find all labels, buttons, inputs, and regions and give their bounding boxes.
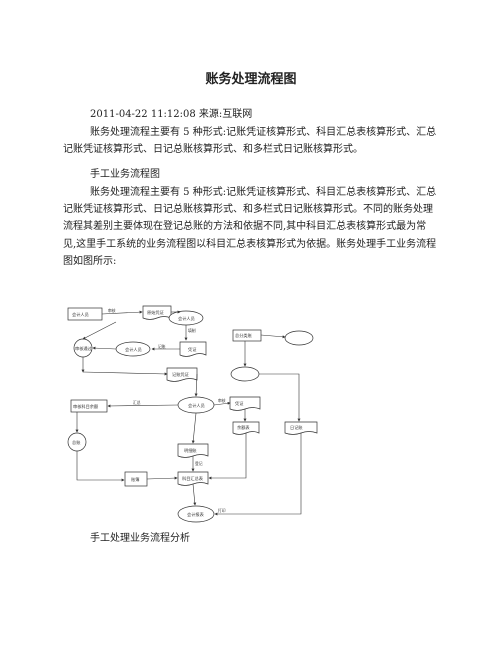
node-accountant-5 — [230, 366, 260, 382]
figure-label-1: 原始凭证 — [147, 309, 165, 316]
arrow-label-2: 汇总 — [133, 400, 141, 405]
figure-label-0: 会计人员 — [72, 311, 89, 318]
figure-label-14: 总分类账 — [235, 332, 253, 339]
figure-label-6: 记账凭证 — [172, 371, 190, 378]
flowchart-diagram: 会计人员 原始凭证 会计人员 审核通过 会计人员 凭证 记账凭证 会计人员 凭证… — [67, 305, 318, 523]
figure-label-3: 审核通过 — [75, 345, 93, 352]
figure-label-7: 会计人员 — [188, 402, 205, 409]
section-heading-analysis: 手工处理业务流程分析 — [90, 533, 190, 544]
figure-label-9: 审核科目余额 — [73, 403, 99, 410]
node-report — [177, 505, 215, 523]
node-general-ledger — [232, 329, 262, 342]
figure-label-10: 总账 — [72, 439, 81, 446]
flow-description-paragraph: 账务处理流程主要有 5 种形式:记账凭证核算形式、科目汇总表核算形式、汇总记账凭… — [63, 187, 437, 267]
node-voucher — [179, 341, 207, 357]
figure-label-12: 科目汇总表 — [182, 475, 204, 482]
arrow-label-3: 填制 — [188, 328, 196, 333]
arrow-label-5: 登记 — [195, 461, 203, 466]
node-sub-ledger — [284, 421, 318, 435]
node-record-voucher — [166, 367, 198, 382]
flowchart-figure: 会计人员 原始凭证 会计人员 审核通过 会计人员 凭证 记账凭证 会计人员 凭证… — [63, 302, 333, 527]
figure-label-16: 日记账 — [290, 424, 303, 431]
arrow-label-4: 审核 — [218, 398, 226, 403]
node-summary — [177, 471, 209, 486]
node-journal — [229, 396, 261, 411]
article-meta: 2011-04-22 11:12:08 来源:互联网 — [90, 109, 253, 120]
figure-label-17: 余额表 — [237, 424, 250, 431]
node-check — [284, 330, 314, 346]
figure-label-13: 账簿 — [131, 476, 139, 483]
arrow-label-6: 打印 — [218, 508, 226, 513]
figure-label-5: 凭证 — [188, 346, 197, 353]
figure-label-2: 会计人员 — [178, 315, 195, 322]
node-detail-ledger — [177, 443, 209, 458]
arrow-label-1: 记账 — [158, 344, 166, 349]
figure-label-4: 会计人员 — [125, 346, 142, 353]
node-balance-review — [70, 399, 108, 413]
intro-paragraph: 账务处理流程主要有 5 种形式:记账凭证核算形式、科目汇总表核算形式、汇总记账凭… — [63, 127, 437, 156]
page-title: 账务处理流程图 — [205, 72, 297, 87]
arrow-label-0: 审核 — [108, 308, 116, 313]
figure-label-15: 会计报表 — [187, 511, 205, 518]
node-balance-table — [232, 421, 260, 435]
section-heading-manual-flow: 手工业务流程图 — [90, 169, 160, 180]
figure-label-8: 凭证 — [235, 400, 244, 407]
figure-label-11: 明细账 — [184, 447, 197, 454]
